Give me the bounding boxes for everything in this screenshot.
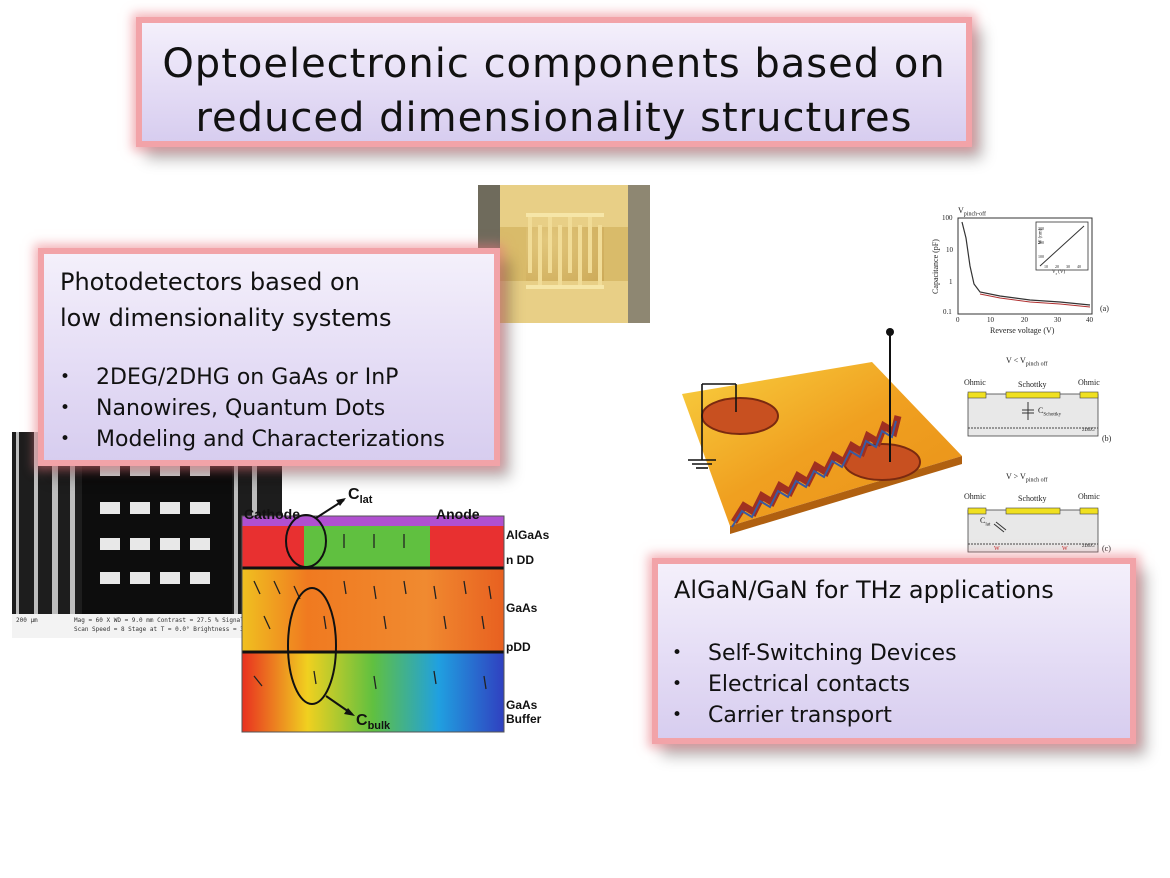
top-label-symbol: V [958,206,964,215]
inset-xlabel: Vr (V) [1052,270,1065,276]
ytick: 0.1 [943,308,952,316]
cbulk-symbol: C [356,712,368,729]
inset-xlabel-unit: (V) [1056,270,1066,275]
device-diagram-b: V < Vpinch off Ohmic Schottky Ohmic CSch… [958,354,1118,446]
field-map-graphic [241,498,505,733]
cap-subscript: lat [985,522,991,528]
interdigitated-electrodes [500,185,628,323]
sem-image: 200 µm Mag = 60 X WD = 9.0 mm Contrast =… [12,432,282,638]
thz-applications-box: AlGaN/GaN for THz applications Self-Swit… [652,558,1136,744]
device-micrograph [478,185,650,323]
sem-array-pattern [16,432,257,614]
2deg-label: 2DEG [1082,428,1095,433]
clat-symbol: C [348,486,360,503]
inset-ytick: 300 [1038,226,1044,231]
sem-info-line-1: Mag = 60 X WD = 9.0 mm Contrast = 27.5 %… [74,617,270,624]
condition-subscript: pinch off [1025,361,1048,368]
ytick: 100 [942,214,953,222]
thz-bullets: Self-Switching Devices Electrical contac… [708,638,957,731]
inset-xlabel-symbol: V [1052,270,1056,275]
layer-label: GaAs Buffer [506,698,542,726]
ohmic-left-label: Ohmic [964,378,986,387]
cathode-label: Cathode [244,506,300,522]
bullet-item: Nanowires, Quantum Dots [96,393,445,424]
photodetectors-bullets: 2DEG/2DHG on GaAs or InP Nanowires, Quan… [96,362,445,455]
ohmic-left-label: Ohmic [964,492,986,501]
simulation-field-map: Cathode Anode Clat Cbulk AlGaAs n DD GaA… [234,486,564,738]
cbulk-subscript: bulk [367,720,391,733]
ytick: 10 [946,246,953,254]
self-switching-device-illustration [672,326,962,536]
photodetectors-box: Photodetectors based on low dimensionali… [38,248,500,466]
clat-subscript: lat [359,494,373,507]
xtick: 0 [956,316,960,324]
layer-label: n DD [506,553,534,567]
depletion-width-label: W [1062,546,1068,552]
2deg-label: 2DEG [1082,544,1095,549]
cap-symbol: C [980,516,986,525]
bullet-item: 2DEG/2DHG on GaAs or InP [96,362,445,393]
sem-scale-label: 200 µm [16,617,38,624]
cap-subscript: Schottky [1043,412,1062,418]
plot-xlabel: Reverse voltage (V) [990,326,1055,335]
top-label-subscript: pinch-off [963,211,986,218]
diagram-b-condition: V < Vpinch off [1006,356,1048,368]
bullet-item: Electrical contacts [708,669,957,700]
clat-label: Clat [348,486,372,506]
layer-label: pDD [506,640,531,654]
inset-xtick: 30 [1066,264,1070,269]
plot-ylabel: Capacitance (pF) [930,239,940,294]
inset-xtick: 40 [1077,264,1081,269]
schottky-label: Schottky [1018,494,1047,503]
device-diagram-c: V > Vpinch off Ohmic Schottky Ohmic Clat… [958,472,1118,556]
diagram-c-condition: V > Vpinch off [1006,472,1048,484]
xtick: 30 [1054,316,1061,324]
inset-xlabel-subscript: r [1055,271,1057,276]
ohmic-right-label: Ohmic [1078,492,1100,501]
capacitance-label: CSchottky [1038,406,1061,418]
photodetectors-heading: Photodetectors based on low dimensionali… [60,268,392,332]
inset-xtick: 20 [1055,264,1059,269]
cv-plot-graphic [957,217,1093,315]
layer-label: GaAs [506,601,538,615]
diagram-b-graphic [967,391,1099,437]
schottky-label: Schottky [1018,380,1047,389]
slide-title: Optoelectronic components based on reduc… [162,41,946,141]
condition-subscript: pinch off [1025,477,1048,484]
xtick: 20 [1021,316,1028,324]
thz-heading: AlGaN/GaN for THz applications [674,576,1054,604]
depletion-width-label: W [994,546,1000,552]
inset-ytick: 200 [1038,240,1044,245]
xtick: 40 [1086,316,1093,324]
panel-label: (b) [1102,434,1112,443]
layer-label: AlGaAs [506,528,550,542]
cap-symbol: C [1038,406,1044,415]
capacitance-plot: Vpinch-off Capacitance (pF) Reverse volt… [931,206,1116,338]
device-3d-graphic [682,328,962,534]
panel-label: (c) [1102,544,1111,553]
plot-top-label: Vpinch-off [958,206,986,218]
bullet-item: Carrier transport [708,700,957,731]
sem-info-line-2: Scan Speed = 8 Stage at T = 0.0° Brightn… [74,626,262,633]
diagram-c-graphic [967,507,1099,553]
panel-label: (a) [1100,304,1109,313]
capacitance-label: Clat [980,516,990,528]
condition-text: V < V [1006,356,1026,365]
micrograph-edge-right [628,185,650,323]
ohmic-right-label: Ohmic [1078,378,1100,387]
inset-ytick: 100 [1038,254,1044,259]
condition-text: V > V [1006,472,1026,481]
bullet-item: Self-Switching Devices [708,638,957,669]
ytick: 1 [949,278,953,286]
sem-info-bar: 200 µm Mag = 60 X WD = 9.0 mm Contrast =… [12,614,282,638]
cbulk-label: Cbulk [356,712,390,732]
bullet-item: Modeling and Characterizations [96,424,445,455]
anode-label: Anode [436,506,480,522]
inset-xtick: 10 [1044,264,1048,269]
xtick: 10 [987,316,994,324]
title-box: Optoelectronic components based on reduc… [136,17,972,147]
